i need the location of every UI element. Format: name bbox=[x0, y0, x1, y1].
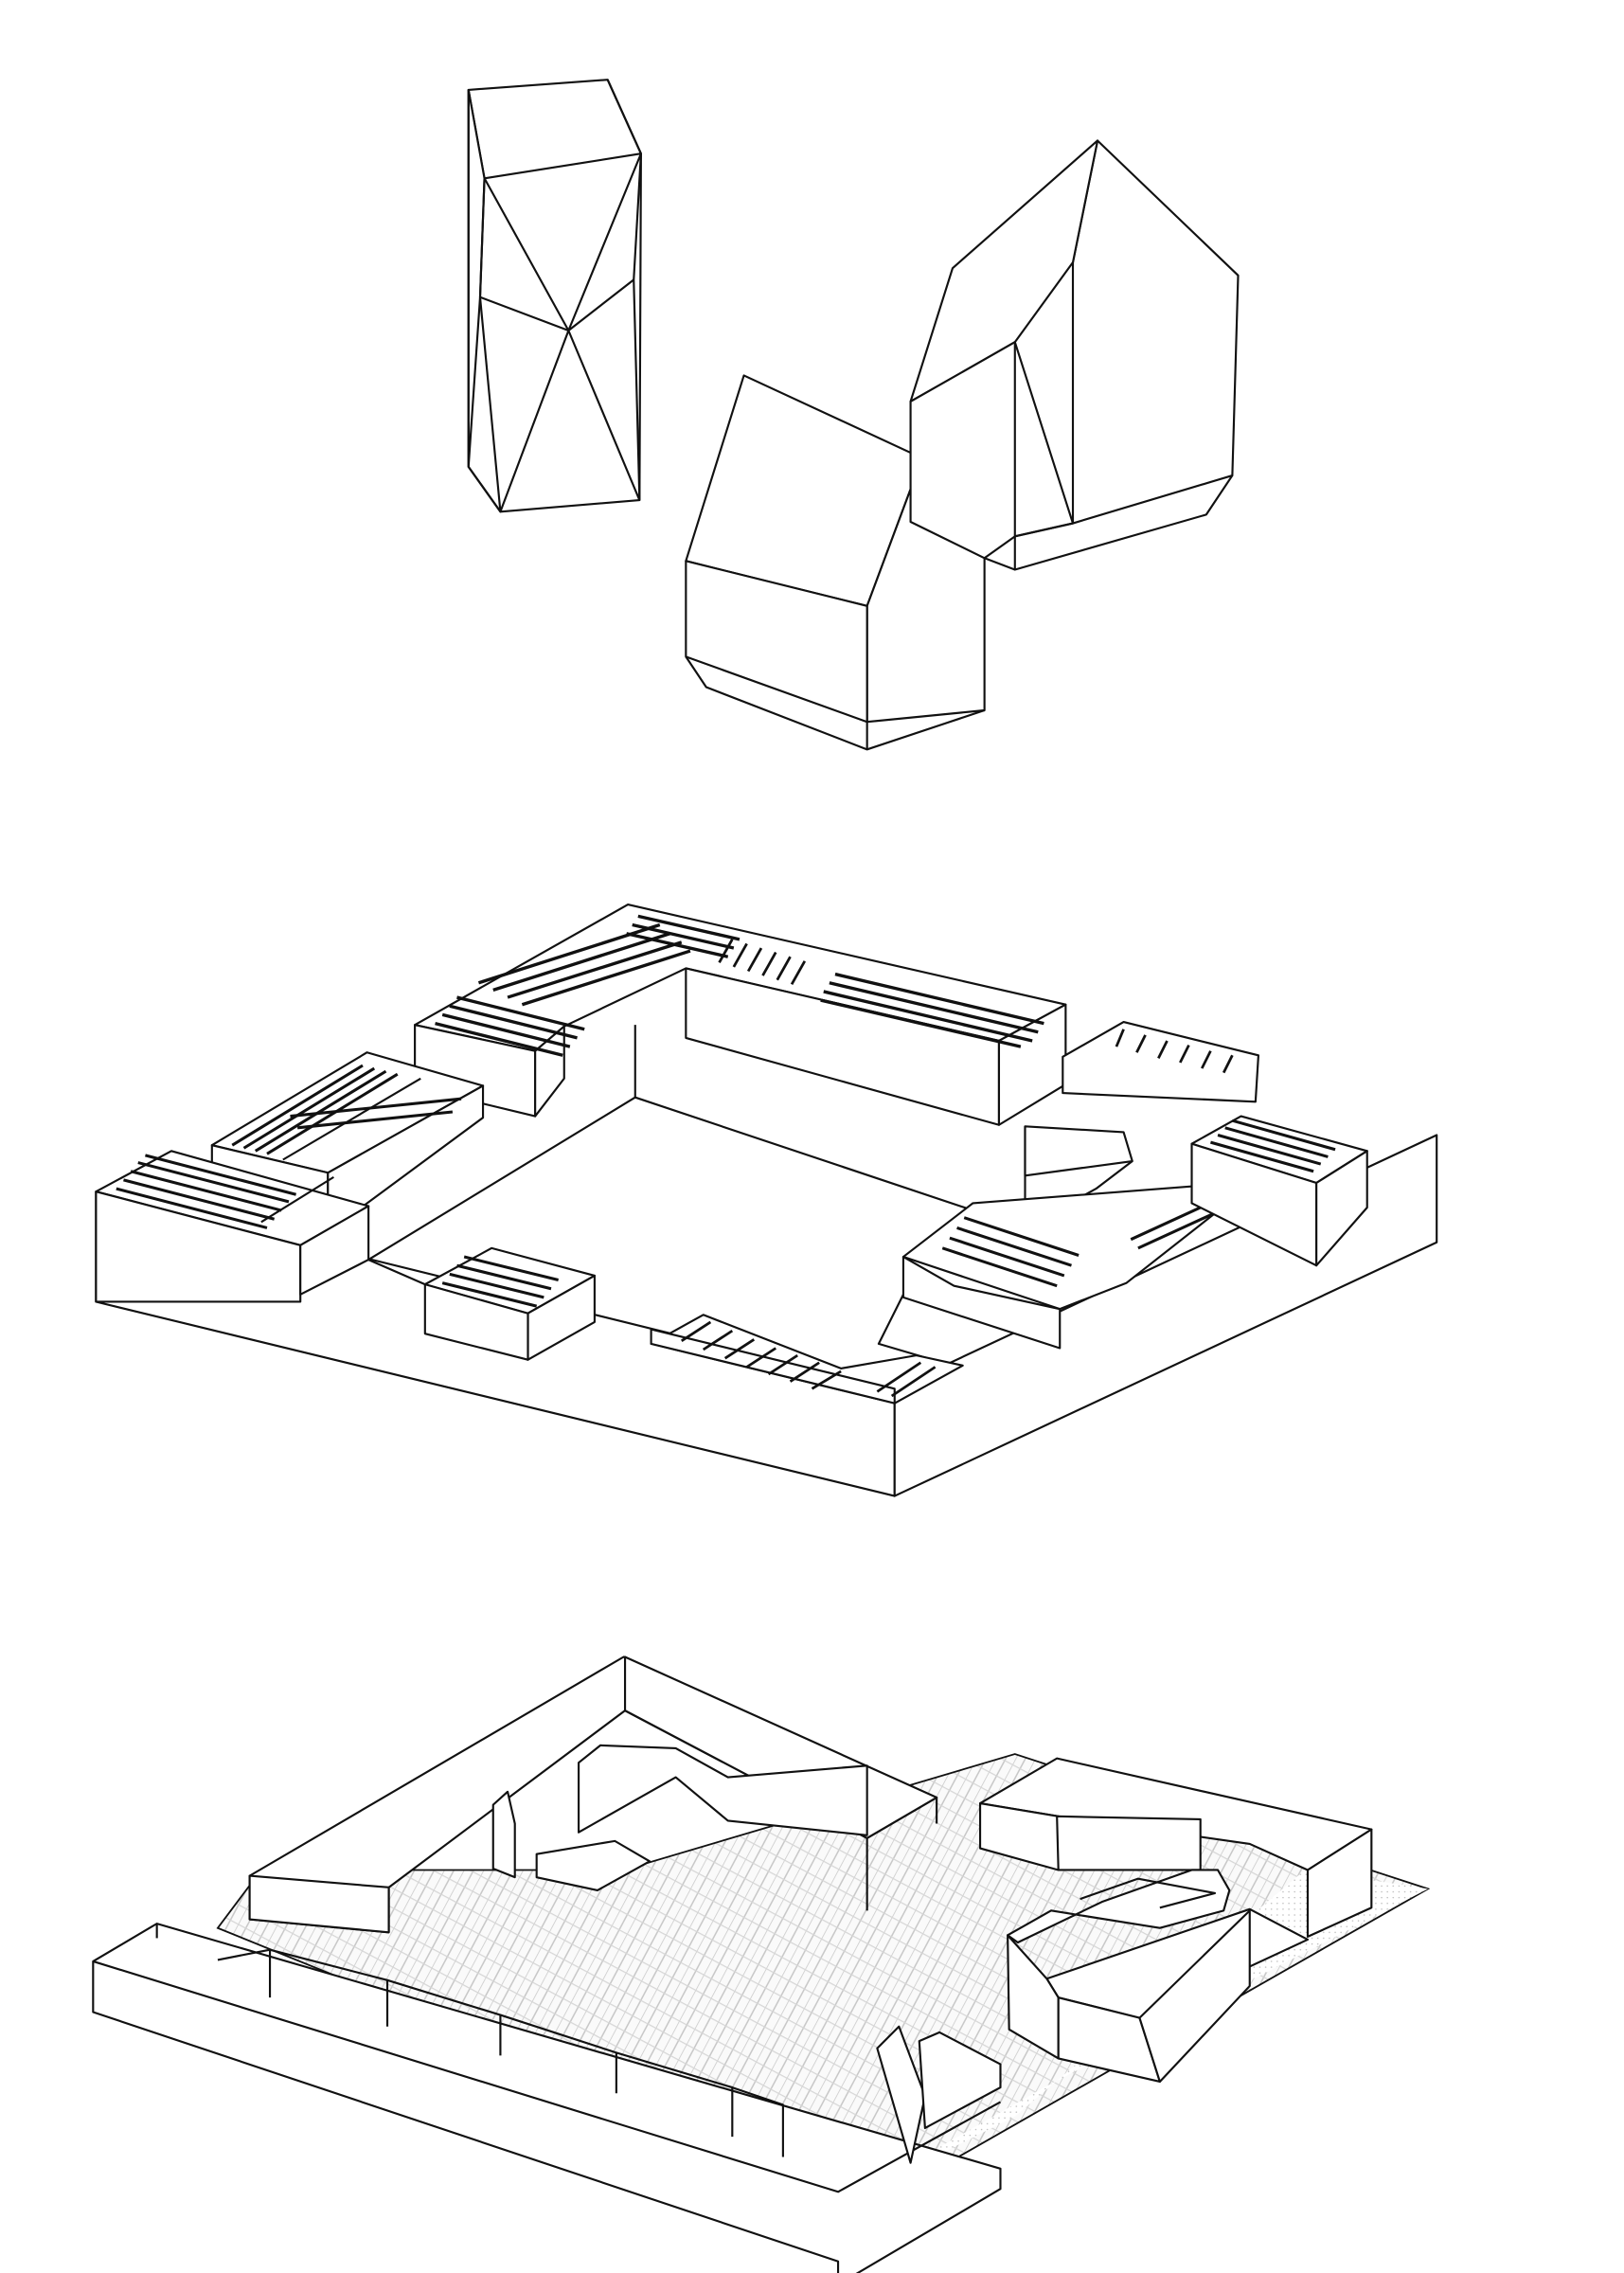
wall-front-left-rooms bbox=[92, 1923, 1002, 2273]
top-layer-volumes bbox=[467, 79, 1240, 751]
grille-block-front-small bbox=[423, 1246, 596, 1361]
bottom-layer-ground bbox=[92, 1656, 1431, 2273]
grille-block-right-end bbox=[1190, 1115, 1368, 1267]
interior-partitions-left bbox=[491, 1744, 868, 1891]
wall-right bbox=[978, 1757, 1373, 2084]
small-house-volume bbox=[685, 374, 986, 751]
grille-block-back bbox=[414, 904, 1067, 1126]
grille-block-right-back bbox=[1062, 1021, 1259, 1103]
platform-notch bbox=[1024, 1125, 1133, 1177]
large-house-volume bbox=[909, 139, 1240, 571]
faceted-tower bbox=[467, 79, 642, 513]
grille-block-front-diagonal bbox=[650, 1314, 964, 1405]
grille-block-front-left bbox=[95, 1150, 370, 1303]
middle-layer-platform bbox=[95, 904, 1438, 1497]
grille-block-right-front bbox=[901, 1180, 1257, 1350]
